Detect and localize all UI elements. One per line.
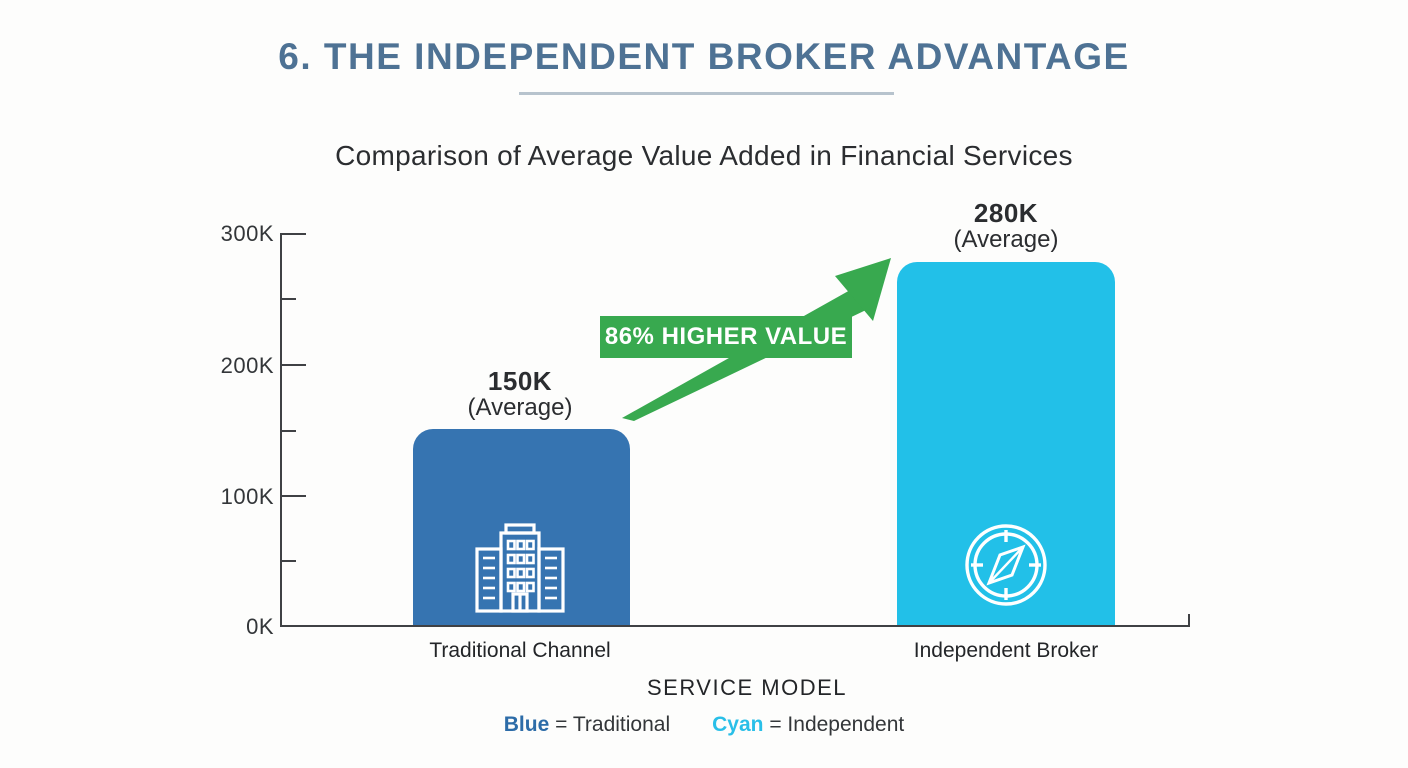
legend-item-independent: Cyan = Independent bbox=[712, 713, 904, 737]
building-icon bbox=[468, 518, 572, 619]
compass-icon bbox=[963, 522, 1049, 613]
legend-rest-independent: = Independent bbox=[769, 713, 905, 736]
chart-legend: Blue = Traditional Cyan = Independent bbox=[0, 713, 1408, 737]
bar-value-independent: 280K bbox=[973, 198, 1039, 228]
x-axis-end-tick bbox=[1188, 614, 1190, 626]
legend-item-traditional: Blue = Traditional bbox=[504, 713, 670, 737]
ytick-250k bbox=[282, 298, 296, 300]
bar-value-traditional: 150K bbox=[487, 366, 553, 396]
ytick-100k bbox=[282, 495, 306, 497]
bar-sublabel-independent: (Average) bbox=[953, 226, 1059, 253]
ytick-300k bbox=[282, 233, 306, 235]
x-axis-line bbox=[280, 625, 1190, 627]
y-axis-line bbox=[280, 233, 282, 627]
bar-traditional-channel bbox=[413, 429, 630, 625]
title-underline bbox=[519, 92, 894, 95]
ytick-label-100k: 100K bbox=[220, 484, 274, 509]
ytick-label-0k: 0K bbox=[246, 614, 274, 639]
ytick-150k bbox=[282, 430, 296, 432]
x-axis-title: SERVICE MODEL bbox=[646, 675, 848, 700]
legend-term-blue: Blue bbox=[503, 713, 550, 736]
ytick-50k bbox=[282, 560, 296, 562]
higher-value-badge: 86% HIGHER VALUE bbox=[600, 316, 852, 358]
bar-sublabel-traditional: (Average) bbox=[467, 394, 573, 421]
legend-rest-traditional: = Traditional bbox=[555, 713, 671, 736]
ytick-200k bbox=[282, 364, 306, 366]
ytick-label-200k: 200K bbox=[220, 353, 274, 378]
chart-title: Comparison of Average Value Added in Fin… bbox=[335, 140, 1073, 171]
category-label-traditional: Traditional Channel bbox=[429, 639, 611, 662]
ytick-label-300k: 300K bbox=[220, 221, 274, 246]
page-title: 6. THE INDEPENDENT BROKER ADVANTAGE bbox=[278, 36, 1130, 77]
category-label-independent: Independent Broker bbox=[913, 639, 1099, 662]
legend-term-cyan: Cyan bbox=[712, 713, 764, 736]
